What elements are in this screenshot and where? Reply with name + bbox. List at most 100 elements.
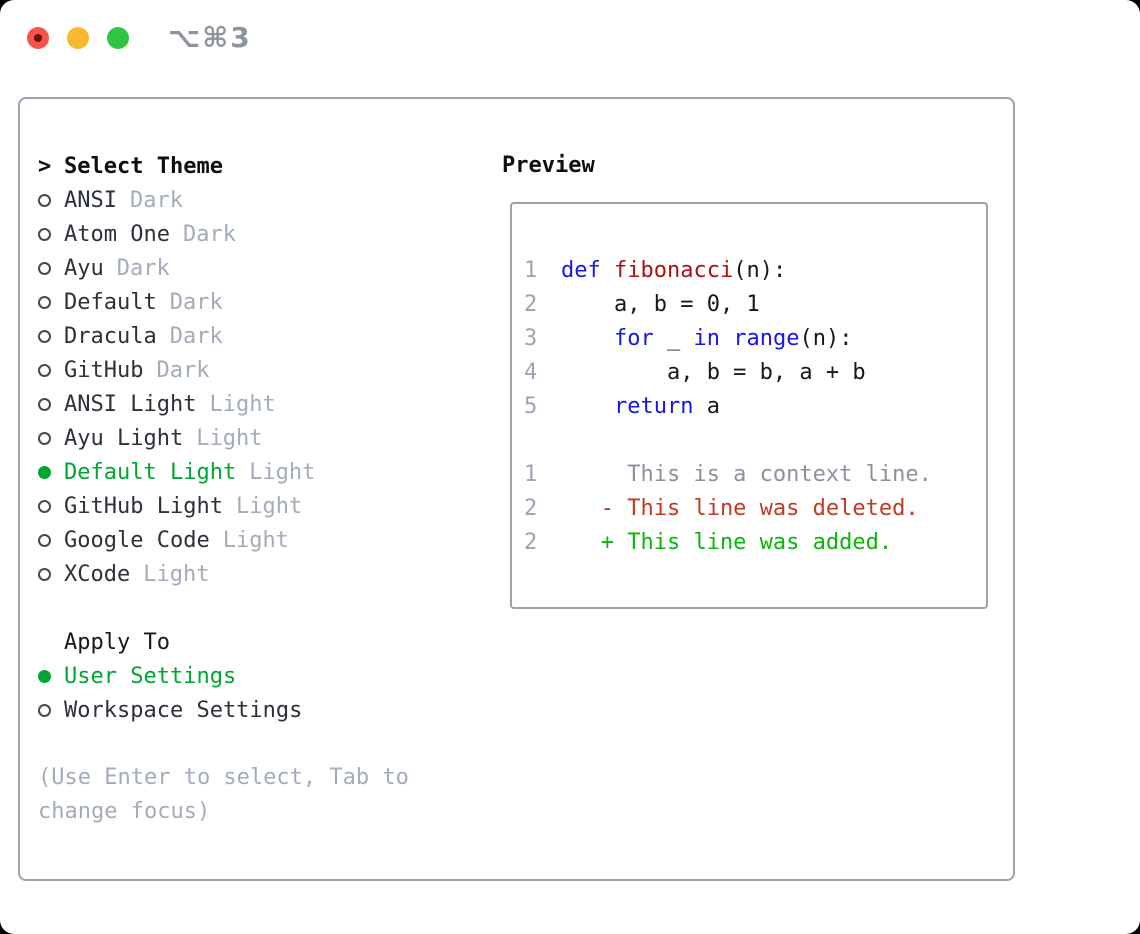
radio-icon — [38, 669, 51, 683]
theme-option[interactable]: GitHub Light Light — [38, 489, 468, 523]
code-token — [601, 258, 614, 283]
option-label: User Settings — [64, 663, 237, 689]
line-content: + This line was added. — [561, 530, 892, 555]
radio-icon — [38, 703, 51, 717]
line-number: 1 — [524, 257, 538, 283]
focus-caret-icon: > — [38, 153, 52, 179]
radio-icon — [38, 431, 51, 445]
option-variant-label: Dark — [169, 323, 223, 349]
preview-line: 4 a, b = b, a + b — [524, 355, 986, 389]
code-token: range — [733, 325, 800, 351]
radio-icon — [38, 533, 51, 547]
option-label: XCode — [64, 561, 131, 587]
option-variant-label: Light — [196, 425, 263, 451]
select-theme-heading: > Select Theme — [38, 149, 468, 183]
theme-option[interactable]: ANSI Dark — [38, 183, 468, 217]
preview-line: 2 + This line was added. — [524, 525, 986, 559]
line-number: 2 — [524, 529, 538, 555]
option-label: ANSI Light — [64, 391, 197, 417]
line-number: 5 — [524, 393, 538, 419]
preview-line: 2 a, b = 0, 1 — [524, 287, 986, 321]
keyboard-hint: (Use Enter to select, Tab to change focu… — [38, 765, 409, 824]
option-label: Default Light — [64, 459, 237, 485]
preview-box: 1 def fibonacci(n): 2 a, b = 0, 1 3 for … — [510, 202, 988, 609]
option-label: Ayu Light — [64, 425, 184, 451]
apply-to-option[interactable]: Workspace Settings — [38, 693, 468, 727]
code-token: return — [613, 393, 694, 419]
minimize-button[interactable] — [67, 27, 89, 49]
theme-option[interactable]: ANSI Light Light — [38, 387, 468, 421]
option-variant-label: Dark — [129, 187, 183, 213]
option-label: Ayu — [64, 255, 104, 281]
radio-icon — [38, 295, 51, 309]
option-variant-label: Light — [249, 459, 316, 485]
code-token: (n): — [733, 257, 787, 283]
code-token: _ — [653, 325, 694, 351]
radio-icon — [38, 193, 51, 207]
option-label: Atom One — [64, 221, 170, 247]
option-label: Dracula — [64, 323, 157, 349]
apply-to-option[interactable]: User Settings — [38, 659, 468, 693]
theme-option[interactable]: Default Dark — [38, 285, 468, 319]
code-token: def — [561, 257, 601, 283]
theme-option[interactable]: XCode Light — [38, 557, 468, 591]
option-variant-label: Light — [143, 561, 210, 587]
theme-option[interactable]: Default Light Light — [38, 455, 468, 489]
code-token — [561, 394, 614, 419]
option-variant-label: Light — [222, 527, 289, 553]
radio-icon — [38, 499, 51, 513]
close-button[interactable] — [27, 27, 49, 49]
option-variant-label: Light — [235, 493, 303, 519]
line-content: def fibonacci(n): — [561, 258, 786, 283]
line-content: a, b = b, a + b — [561, 360, 866, 385]
line-content: - This line was deleted. — [561, 496, 919, 521]
code-token — [720, 326, 733, 351]
option-variant-label: Dark — [156, 357, 210, 383]
code-token: a, b = 0, 1 — [561, 291, 760, 317]
apply-to-title: Apply To — [64, 629, 170, 655]
theme-option[interactable]: Atom One Dark — [38, 217, 468, 251]
theme-option[interactable]: Ayu Dark — [38, 251, 468, 285]
code-token — [561, 326, 614, 351]
option-label: ANSI — [64, 187, 117, 213]
radio-icon — [38, 261, 51, 275]
radio-icon — [38, 363, 51, 377]
line-number: 2 — [524, 495, 538, 521]
theme-option[interactable]: Dracula Dark — [38, 319, 468, 353]
preview-line: 3 for _ in range(n): — [524, 321, 986, 355]
theme-list-title: Select Theme — [64, 153, 223, 179]
code-token: fibonacci — [614, 257, 734, 283]
apply-to-list: User Settings Workspace Settings — [38, 659, 468, 727]
radio-icon — [38, 329, 51, 343]
zoom-button[interactable] — [107, 27, 129, 49]
keyboard-shortcut-label: ⌥⌘3 — [168, 21, 252, 54]
theme-option[interactable]: GitHub Dark — [38, 353, 468, 387]
line-content: This is a context line. — [561, 462, 932, 487]
preview-line — [524, 423, 986, 457]
theme-option[interactable]: Ayu Light Light — [38, 421, 468, 455]
theme-picker-panel: > Select Theme ANSI Dark Atom One Dark A… — [18, 97, 1015, 881]
option-label: GitHub — [64, 357, 144, 383]
radio-icon — [38, 397, 51, 411]
theme-list: ANSI Dark Atom One Dark Ayu Dark Default… — [38, 183, 468, 591]
radio-icon — [38, 465, 51, 479]
line-number: 3 — [524, 325, 538, 351]
preview-line: 1 def fibonacci(n): — [524, 253, 986, 287]
line-content: for _ in range(n): — [561, 326, 852, 351]
theme-option[interactable]: Google Code Light — [38, 523, 468, 557]
option-label: GitHub Light — [64, 493, 223, 519]
preview-line: 5 return a — [524, 389, 986, 423]
code-token: for — [613, 325, 654, 351]
line-number: 2 — [524, 291, 538, 317]
option-label: Workspace Settings — [64, 697, 303, 723]
line-number: 1 — [524, 461, 538, 487]
line-number: 4 — [524, 359, 538, 385]
code-token: + This line was added. — [561, 529, 893, 555]
theme-list-column: > Select Theme ANSI Dark Atom One Dark A… — [38, 149, 468, 829]
option-variant-label: Dark — [116, 255, 170, 281]
preview-line: 2 - This line was deleted. — [524, 491, 986, 525]
option-variant-label: Dark — [182, 221, 236, 247]
line-content: return a — [561, 394, 720, 419]
code-token: This is a context line. — [561, 461, 932, 487]
